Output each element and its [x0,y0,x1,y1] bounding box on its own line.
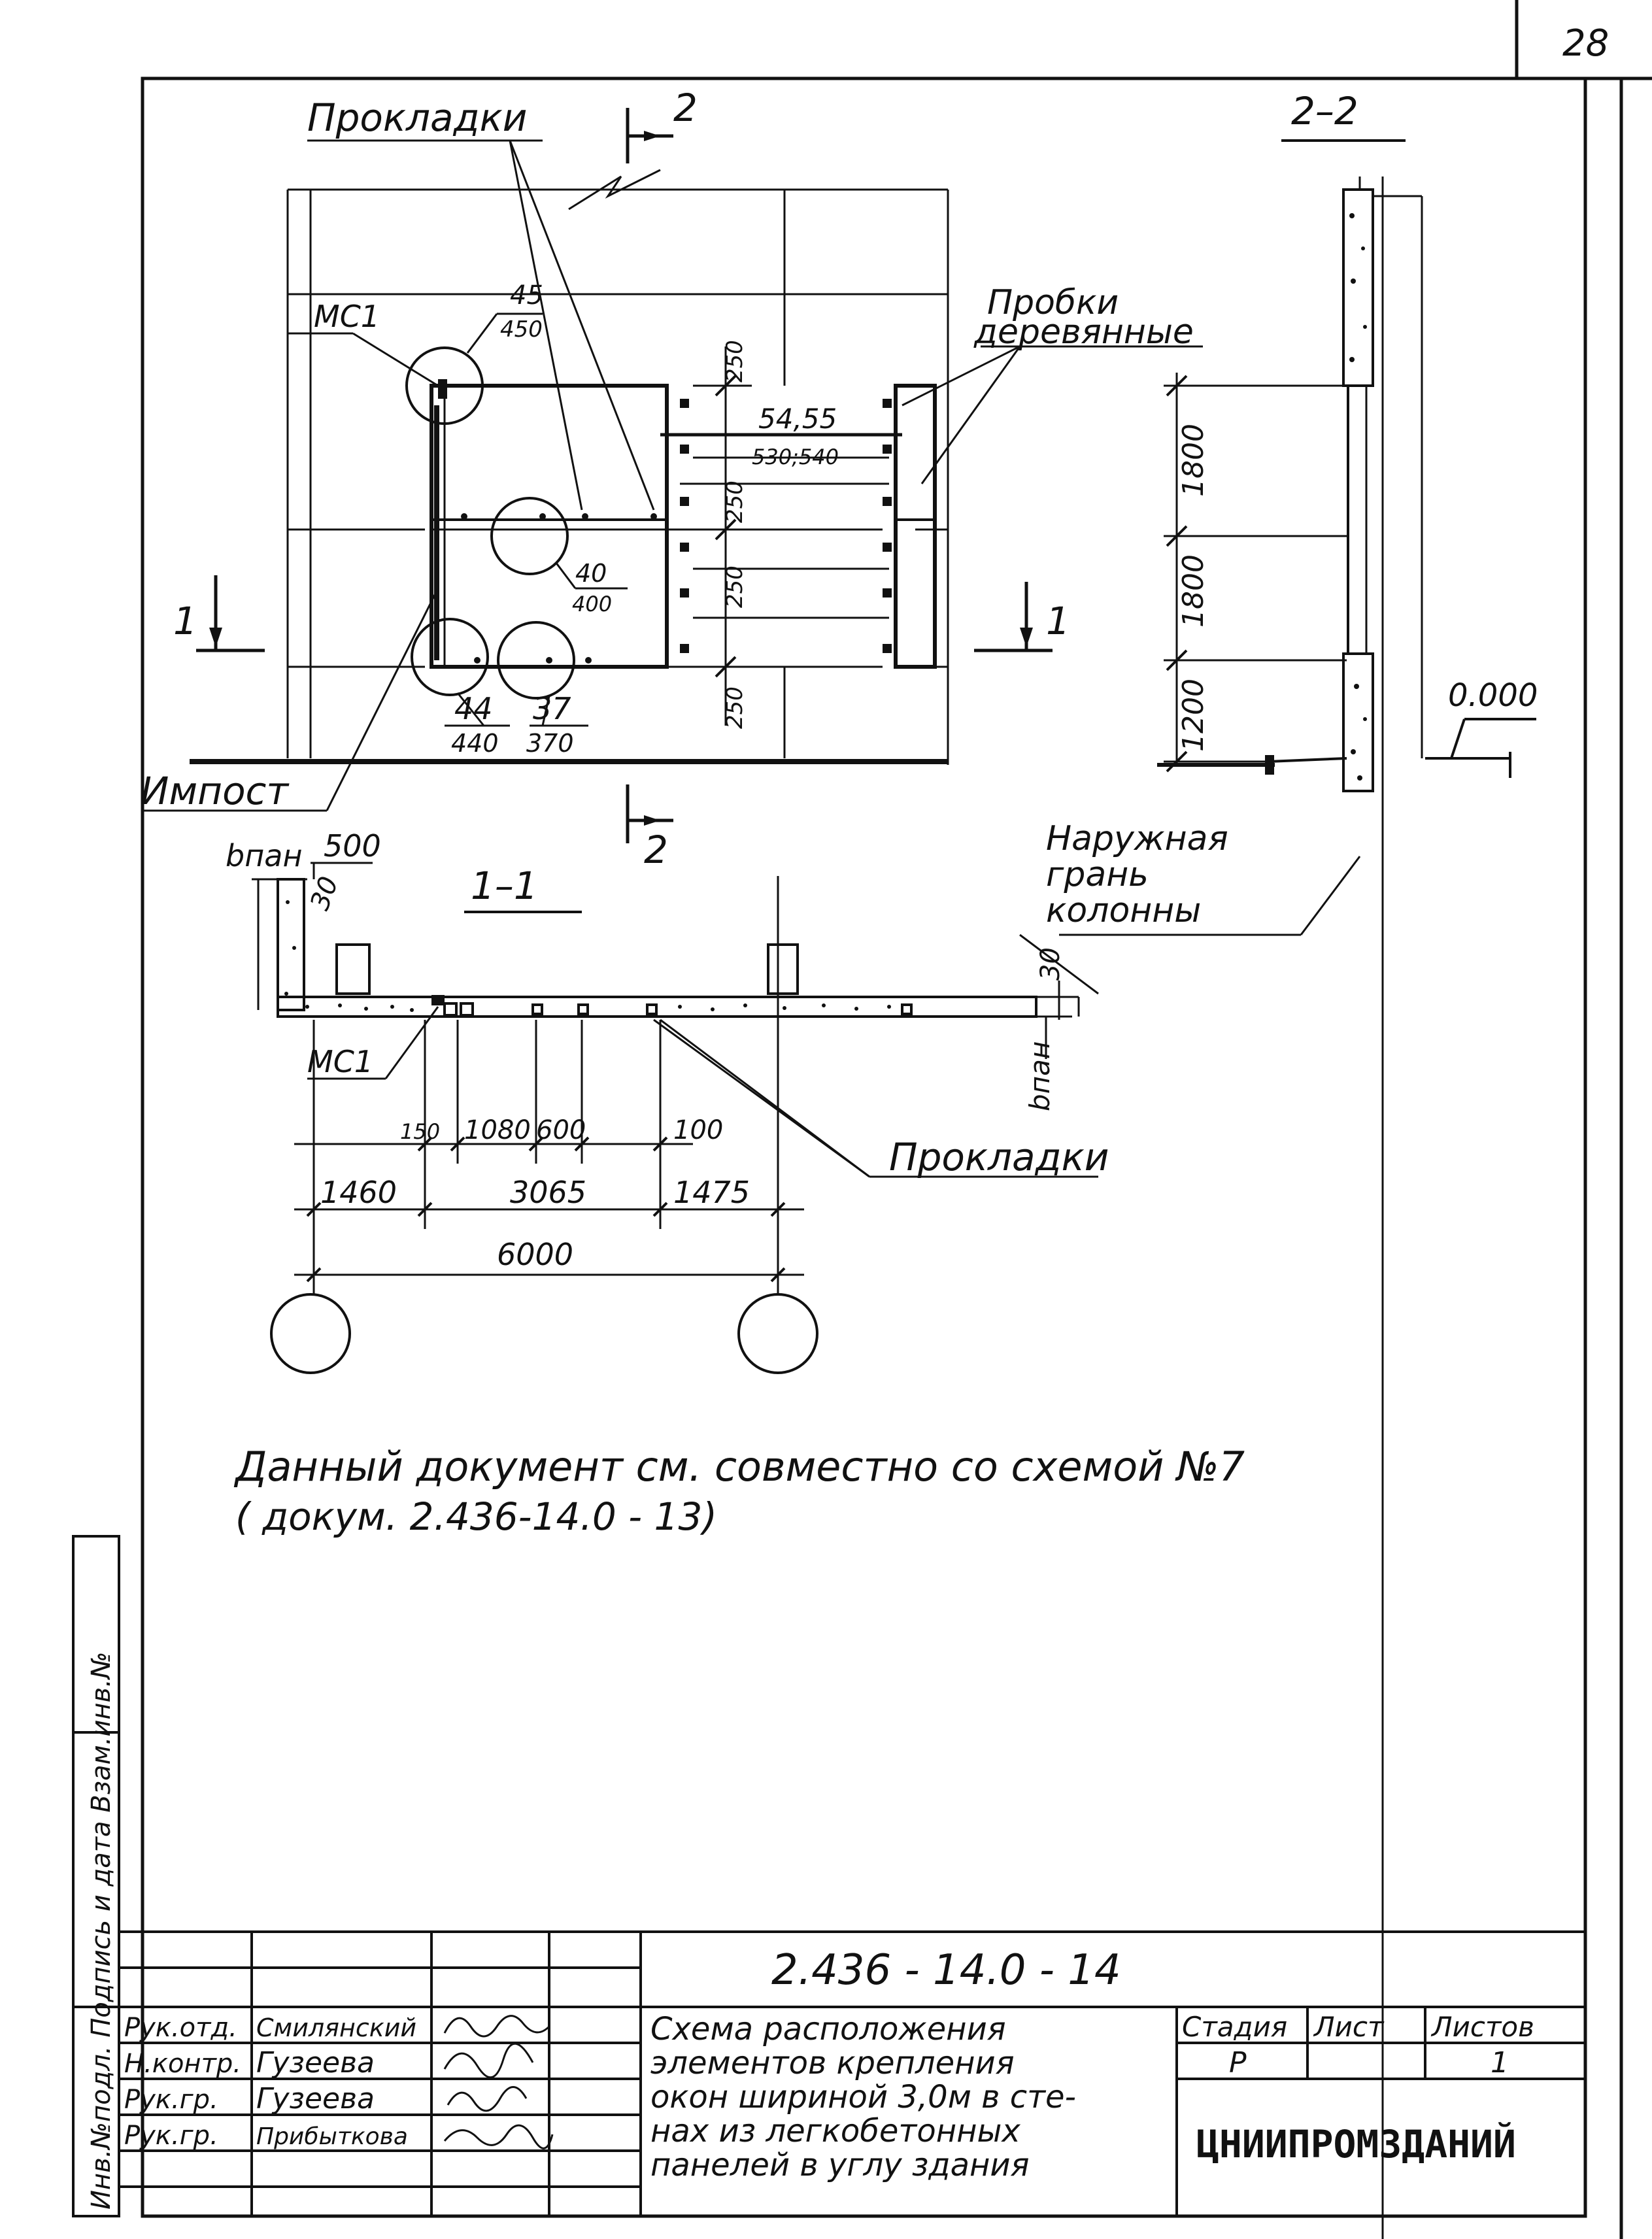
dim-250-b: 250 [722,480,748,523]
node-45: 45 [510,280,543,311]
dim-1460: 1460 [320,1175,397,1210]
dim-250-d: 250 [722,686,748,729]
dimension-ticks [715,375,737,678]
dim-150: 150 [400,1119,440,1144]
name-4: Прибыткова [256,2123,408,2150]
dim-1475: 1475 [673,1175,750,1210]
node-circles [405,346,575,699]
sheet-label: Лист [1313,2011,1385,2043]
section-cut-markers [196,108,1053,843]
leader-lines [144,139,1203,812]
mark-mc1-section: МС1 [307,1044,373,1079]
node-450: 450 [500,316,543,343]
note-line-1: Данный документ см. совместно со схемой … [233,1443,1245,1490]
desc-line-1: Схема расположения [650,2011,1006,2047]
node-400: 400 [572,592,612,616]
section-2-2: 2–2 [1157,89,1538,2239]
label-plugs-1: Пробки [987,283,1119,322]
label-plugs-2: деревянные [973,312,1194,352]
wood-plugs [680,399,892,653]
dim-100: 100 [673,1115,723,1145]
label-pads-top: Прокладки [307,95,527,140]
concrete-hatch [1349,213,1367,781]
label-bpan-right: bпан [1024,1041,1056,1111]
mc1-marker [438,379,447,399]
role-1: Рук.отд. [124,2013,237,2043]
desc-line-2: элементов крепления [650,2045,1015,2081]
label-outer-face-1: Наружная [1046,819,1228,858]
dim-600: 600 [536,1115,586,1145]
dim-250-a: 250 [722,340,748,382]
name-2: Гузеева [256,2046,375,2079]
cut-1-right: 1 [1046,599,1070,643]
desc-line-4: нах из легкобетонных [650,2113,1020,2149]
section-strip-hatch [284,900,891,1012]
note-line-2: ( докум. 2.436-14.0 - 13) [235,1494,717,1539]
mark-mc1-elev: МС1 [314,299,380,334]
dim-5455: 54,55 [758,403,837,435]
role-3: Рук.гр. [124,2085,218,2115]
dim-30-right: 30 [1036,947,1066,981]
side-stamp [72,1535,120,2217]
organization: ЦНИИПРОМЗДАНИЙ [1196,2121,1516,2166]
node-37: 37 [533,691,571,726]
elevation-view: Прокладки Пробки деревянные Импост МС1 4… [141,86,1203,872]
window-frame-right [894,384,937,669]
dim-6000: 6000 [497,1237,573,1272]
name-3: Гузеева [256,2082,375,2115]
dimension-lines [660,346,902,726]
stage-value: Р [1229,2046,1247,2079]
doc-code: 2.436 - 14.0 - 14 [771,1946,1121,1995]
label-outer-face-3: колонны [1046,891,1201,930]
label-outer-face-2: грань [1046,855,1149,894]
dim-500: 500 [324,828,381,864]
name-1: Смилянский [256,2013,416,2042]
cut-1-left: 1 [173,599,197,643]
desc-line-3: окон шириной 3,0м в сте- [650,2079,1076,2115]
dim-30-left: 30 [305,873,345,915]
pad-dots [461,513,657,664]
desc-line-5: панелей в углу здания [650,2147,1029,2183]
dim-1800-a: 1800 [1177,424,1210,497]
break-line [568,169,661,210]
node-44: 44 [454,691,493,726]
arrowheads [209,131,1033,826]
section-11-title: 1–1 [471,864,538,908]
node-370: 370 [526,729,574,758]
stage-label: Стадия [1182,2011,1287,2043]
section-1-1: 1–1 [226,819,1361,1374]
cut-2-top: 2 [673,86,698,130]
level-0000: 0.000 [1448,677,1538,714]
dim-1200: 1200 [1177,679,1210,752]
dim-3065: 3065 [510,1175,586,1210]
sheets-value: 1 [1491,2046,1509,2079]
label-pads-section: Прокладки [889,1135,1109,1179]
section-22-title: 2–2 [1291,89,1358,133]
cut-2-bottom: 2 [644,828,668,872]
dim-1080: 1080 [464,1115,531,1145]
dim-1800-b: 1800 [1177,554,1210,628]
sheet-frame [141,0,1652,2239]
node-40: 40 [575,559,607,588]
label-mullion: Импост [141,769,290,813]
side-stamp-text: Инв.№подл. Подпись и дата Взам.инв.№ [86,1652,116,2210]
role-2: Н.контр. [124,2049,241,2079]
role-4: Рук.гр. [124,2121,218,2151]
signatures [443,2015,554,2149]
label-bpan-left: bпан [226,838,303,873]
sheets-label: Листов [1430,2011,1534,2043]
node-440: 440 [451,729,499,758]
title-block [119,1930,1585,2216]
dim-530540: 530;540 [752,445,839,469]
panel-grid [286,188,949,765]
sheet-number: 28 [1562,22,1609,65]
dim-250-c: 250 [722,565,748,608]
